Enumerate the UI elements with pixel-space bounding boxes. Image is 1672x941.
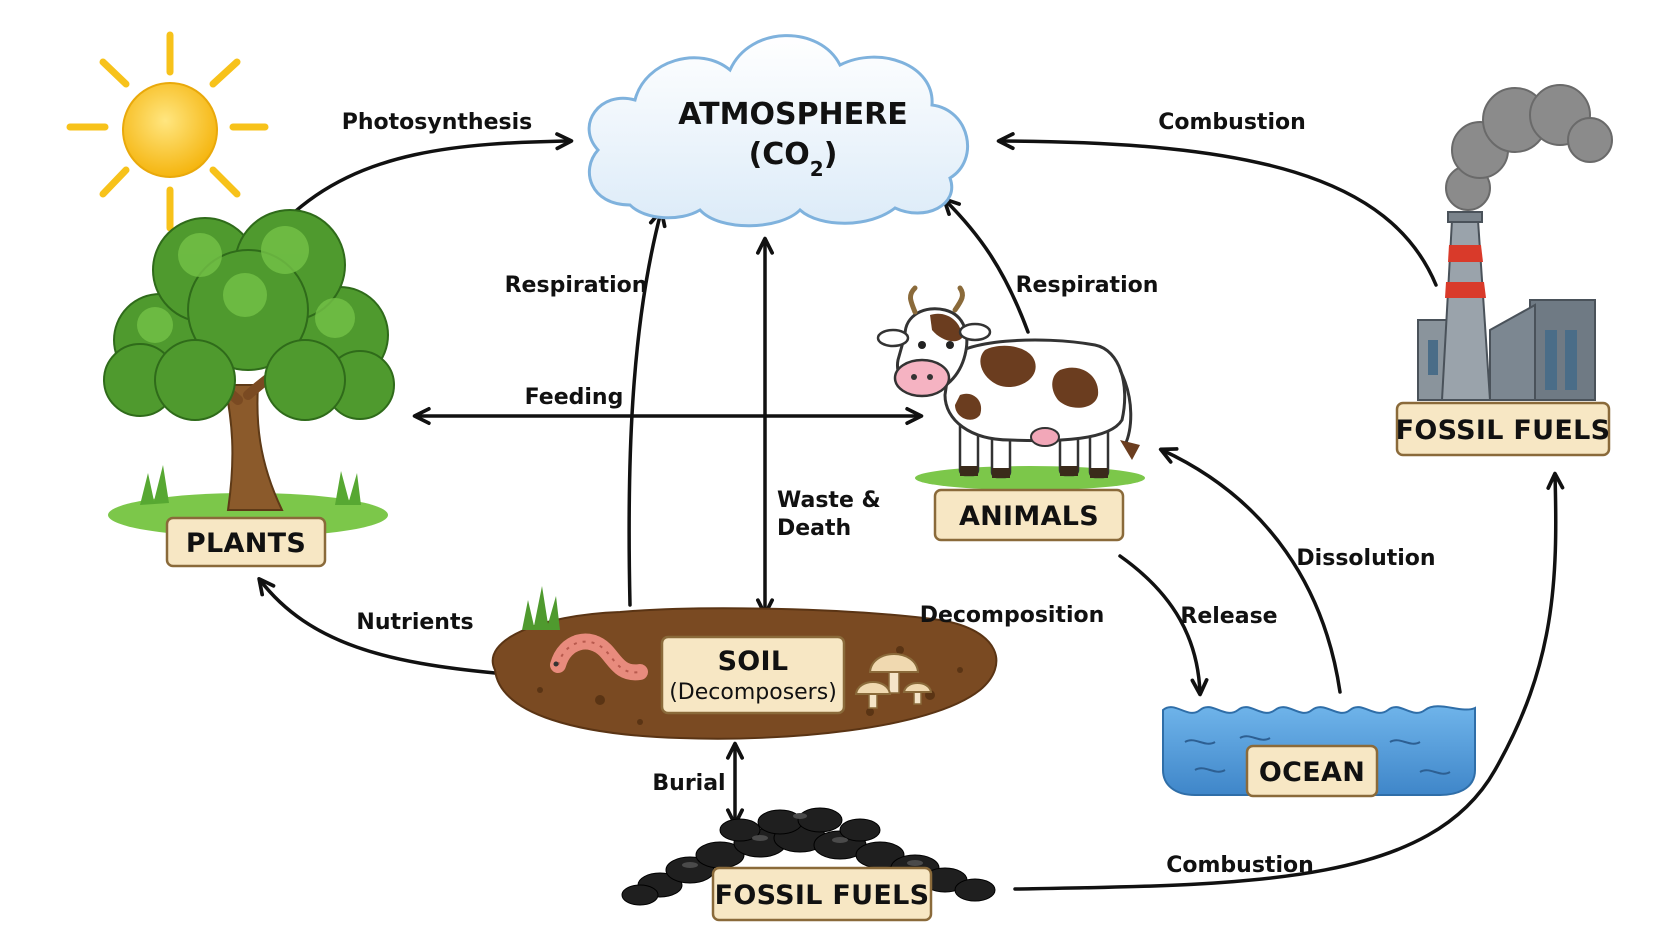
fossil-fuels-ground-label: FOSSIL FUELS [715, 880, 930, 911]
plants-label: PLANTS [186, 528, 306, 559]
factory-icon [1417, 84, 1613, 401]
nutrients-label: Nutrients [356, 610, 473, 635]
release-arrow [1118, 554, 1209, 697]
feeding-label: Feeding [525, 385, 624, 410]
decomposition-label: Decomposition [920, 603, 1105, 628]
respiration-animals-label: Respiration [1016, 273, 1159, 298]
ocean-node: OCEAN [1245, 744, 1379, 798]
fossil-fuels-factory-label-box [1395, 401, 1611, 457]
combustion-bottom-label: Combustion [1166, 853, 1314, 878]
smoke-icon [1445, 84, 1613, 211]
fossil-fuels-ground-label-box [711, 866, 933, 922]
cloud-icon [587, 34, 970, 228]
worm-icon [550, 633, 648, 681]
photosynthesis-label: Photosynthesis [342, 110, 532, 135]
ocean-label-box [1245, 744, 1379, 798]
animals-label-box [933, 488, 1125, 542]
waste-death-label-line1: Waste & [777, 488, 881, 513]
soil-label-box [660, 635, 846, 715]
dissolution-label: Dissolution [1296, 546, 1435, 571]
plants-node: PLANTS [165, 516, 327, 568]
soil-node: SOIL (Decomposers) [660, 635, 846, 715]
sun-icon [66, 31, 269, 232]
atmosphere-title: ATMOSPHERE [678, 97, 908, 132]
atmosphere-node: ATMOSPHERE (CO2) [678, 97, 908, 181]
combustion-top-arrow [996, 132, 1438, 287]
fossil-fuels-factory-node: FOSSIL FUELS [1395, 401, 1611, 457]
atmosphere-formula: (CO2) [749, 137, 838, 181]
mushroom-icon [854, 653, 933, 709]
cow-icon [876, 285, 1145, 490]
respiration-soil-arrow [627, 208, 667, 607]
animals-label: ANIMALS [959, 501, 1099, 532]
plants-label-box [165, 516, 327, 568]
soil-label: SOIL [718, 646, 789, 677]
fossil-fuels-factory-label: FOSSIL FUELS [1396, 415, 1611, 446]
dissolution-arrow [1158, 447, 1342, 694]
waste-death-label-line2: Death [777, 516, 851, 541]
respiration-soil-label: Respiration [505, 273, 648, 298]
combustion-bottom-arrow [1013, 471, 1565, 891]
ocean-label: OCEAN [1259, 757, 1365, 788]
burial-label: Burial [652, 771, 725, 796]
combustion-top-label: Combustion [1158, 110, 1306, 135]
release-label: Release [1180, 604, 1277, 629]
fossil-fuels-ground-node: FOSSIL FUELS [711, 866, 933, 922]
process-labels: Photosynthesis Combustion Respiration Re… [342, 110, 1436, 878]
nutrients-arrow [257, 577, 497, 675]
animals-node: ANIMALS [933, 488, 1125, 542]
tree-icon [103, 209, 395, 537]
photosynthesis-arrow [286, 132, 574, 220]
soil-sublabel: (Decomposers) [669, 680, 837, 705]
respiration-animals-arrow [942, 197, 1030, 334]
arrows [257, 132, 1565, 891]
